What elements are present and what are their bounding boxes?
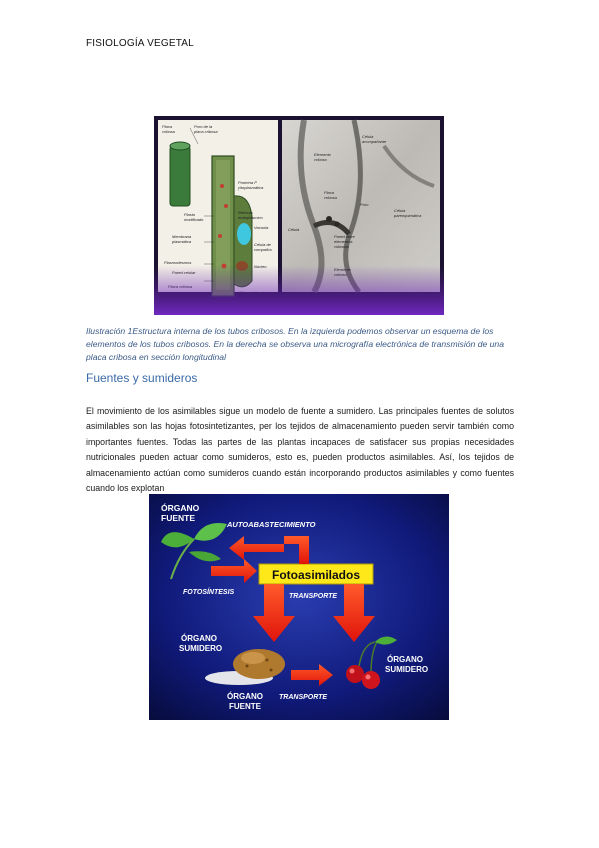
organo-sumidero-right-line1: ÓRGANO <box>387 655 423 664</box>
transport-arrow-bottom <box>291 664 333 686</box>
self-supply-arrow <box>229 536 284 560</box>
transport-arrow-left <box>253 584 295 642</box>
organo-sumidero-right-line2: SUMIDERO <box>385 665 428 674</box>
cherries-icon <box>346 636 397 689</box>
autoabastecimiento-label: AUTOABASTECIMIENTO <box>226 520 316 529</box>
figure-caption: Ilustración 1Estructura interna de los t… <box>86 326 504 362</box>
organo-fuente-bottom-line1: ÓRGANO <box>227 692 263 701</box>
body-paragraph: El movimiento de los asimilables sigue u… <box>86 406 514 494</box>
section-heading: Fuentes y sumideros <box>86 371 198 385</box>
fotoasimilados-box <box>258 563 374 585</box>
fotosintesis-label: FOTOSÍNTESIS <box>183 587 235 596</box>
page-header: FISIOLOGÍA VEGETAL <box>86 38 194 49</box>
photosynthesis-arrow <box>211 559 257 583</box>
potato-icon <box>233 649 285 679</box>
transport-arrow-right <box>333 584 375 642</box>
organo-fuente-top-line1: ÓRGANO <box>161 502 200 513</box>
sieve-tube-figure: Placacribosa Poro de laplaca cribosa Pro… <box>154 116 444 315</box>
organo-fuente-bottom-line2: FUENTE <box>229 702 262 711</box>
transporte-label-2: TRANSPORTE <box>279 694 327 701</box>
organo-sumidero-left-line2: SUMIDERO <box>179 644 222 653</box>
transporte-label-1: TRANSPORTE <box>289 593 337 600</box>
source-sink-figure: ÓRGANO FUENTE AUTOABASTECIMIENTO FOTOSÍN… <box>149 494 449 720</box>
organo-sumidero-left-line1: ÓRGANO <box>181 634 217 643</box>
organo-fuente-top-line2: FUENTE <box>161 513 195 523</box>
leaf-icon <box>161 523 227 580</box>
fotoasimilados-label: Fotoasimilados <box>272 568 360 582</box>
